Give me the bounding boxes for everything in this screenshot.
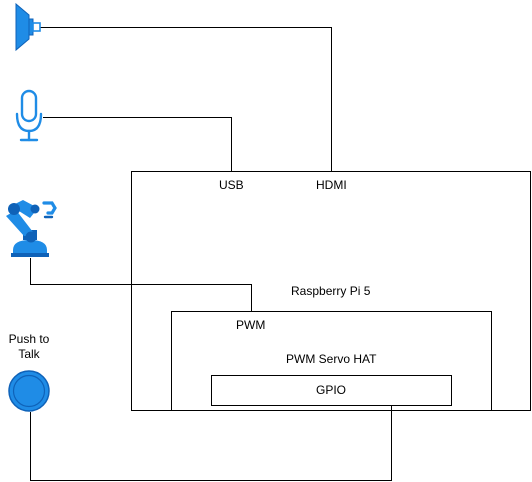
usb-label: USB [219,178,244,192]
gpio-box [211,375,452,406]
pwm-label: PWM [236,318,266,332]
push-to-talk-label-line1: Push to [8,332,50,346]
microphone-icon [15,89,43,142]
arm-to-pwm-wire [30,258,252,311]
push-to-talk-label-line2: Talk [18,347,40,361]
raspberry-pi-label: Raspberry Pi 5 [291,284,371,298]
mic-to-usb-wire [43,117,232,171]
speaker-to-hdmi-wire [40,27,332,171]
gpio-label: GPIO [316,383,347,397]
pwm-servo-hat-box [171,311,492,411]
button-to-gpio-wire [30,406,392,481]
push-button-icon [8,370,50,412]
speaker-icon [15,2,41,52]
pwm-servo-hat-label: PWM Servo HAT [286,352,377,366]
hdmi-label: HDMI [316,178,347,192]
robot-arm-icon [6,200,57,257]
